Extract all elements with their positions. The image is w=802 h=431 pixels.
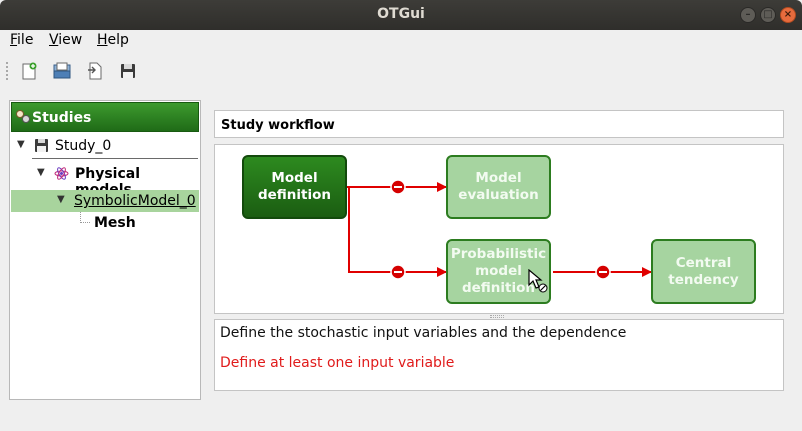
studies-icon xyxy=(16,110,30,123)
atom-icon xyxy=(54,167,69,180)
menu-bar: File View Help xyxy=(0,30,802,52)
toolbar xyxy=(0,54,802,88)
title-bar: OTGui – □ × xyxy=(0,0,802,30)
tree-item-mesh[interactable]: Mesh xyxy=(11,212,199,234)
stop-icon xyxy=(390,179,406,195)
studies-header-label: Studies xyxy=(32,110,92,126)
arrow-to-probabilistic-model xyxy=(347,186,447,277)
expand-arrow-icon[interactable]: ▼ xyxy=(37,167,45,178)
tree-item-study[interactable]: ▼ Study_0 xyxy=(11,135,199,157)
menu-view[interactable]: View xyxy=(49,32,83,48)
node-central-tendency[interactable]: Central tendency xyxy=(651,239,756,304)
description-text: Define the stochastic input variables an… xyxy=(220,325,627,341)
message-panel: Define the stochastic input variables an… xyxy=(214,319,784,391)
tree-item-label: Study_0 xyxy=(55,138,112,154)
studies-tree-panel: Studies ▼ Study_0 ▼ Physical models ▼ xyxy=(9,100,201,400)
minimize-button[interactable]: – xyxy=(740,7,756,23)
tree-branch-line xyxy=(80,222,90,223)
new-study-icon xyxy=(22,62,37,80)
stop-icon xyxy=(595,264,611,280)
node-label: Model evaluation xyxy=(458,170,539,203)
workflow-title: Study workflow xyxy=(221,118,335,133)
node-model-evaluation[interactable]: Model evaluation xyxy=(446,155,551,219)
node-label: Model definition xyxy=(257,170,332,203)
toolbar-handle[interactable] xyxy=(6,62,10,80)
error-text: Define at least one input variable xyxy=(220,355,455,371)
studies-header: Studies xyxy=(11,102,199,132)
node-model-definition[interactable]: Model definition xyxy=(242,155,347,219)
node-label: Central tendency xyxy=(668,254,739,288)
node-probabilistic-model-definition[interactable]: Probabilistic model definition xyxy=(446,239,551,304)
close-button[interactable]: × xyxy=(780,7,796,23)
tree-item-label: SymbolicModel_0 xyxy=(74,193,196,209)
workflow-title-panel: Study workflow xyxy=(214,110,784,138)
maximize-button[interactable]: □ xyxy=(760,7,776,23)
window-title: OTGui xyxy=(377,6,425,22)
stop-icon xyxy=(390,264,406,280)
tree-item-physical-models[interactable]: ▼ Physical models xyxy=(11,163,199,198)
expand-arrow-icon[interactable]: ▼ xyxy=(57,194,65,205)
tree-divider xyxy=(32,158,198,159)
save-icon xyxy=(35,139,48,152)
menu-file[interactable]: File xyxy=(10,32,34,48)
tree-item-symbolic-model[interactable]: ▼ SymbolicModel_0 xyxy=(11,190,199,212)
workflow-diagram-panel: Model definition Model evaluation Probab… xyxy=(214,144,784,314)
tree-branch-line xyxy=(80,212,81,223)
vertical-splitter-handle[interactable] xyxy=(490,315,504,318)
tree-item-label: Mesh xyxy=(94,215,136,231)
menu-help[interactable]: Help xyxy=(97,32,129,48)
workflow-arrows xyxy=(347,179,652,280)
save-icon xyxy=(121,64,135,78)
expand-arrow-icon[interactable]: ▼ xyxy=(17,139,25,150)
mouse-cursor-icon xyxy=(528,269,548,293)
open-study-icon xyxy=(53,62,71,79)
import-python-button[interactable] xyxy=(85,61,105,81)
new-study-button[interactable] xyxy=(19,61,39,81)
open-study-button[interactable] xyxy=(52,61,72,81)
node-label: Probabilistic model definition xyxy=(450,246,547,296)
import-python-icon xyxy=(88,62,102,80)
splitter-handle[interactable] xyxy=(203,100,209,400)
save-button[interactable] xyxy=(118,61,138,81)
